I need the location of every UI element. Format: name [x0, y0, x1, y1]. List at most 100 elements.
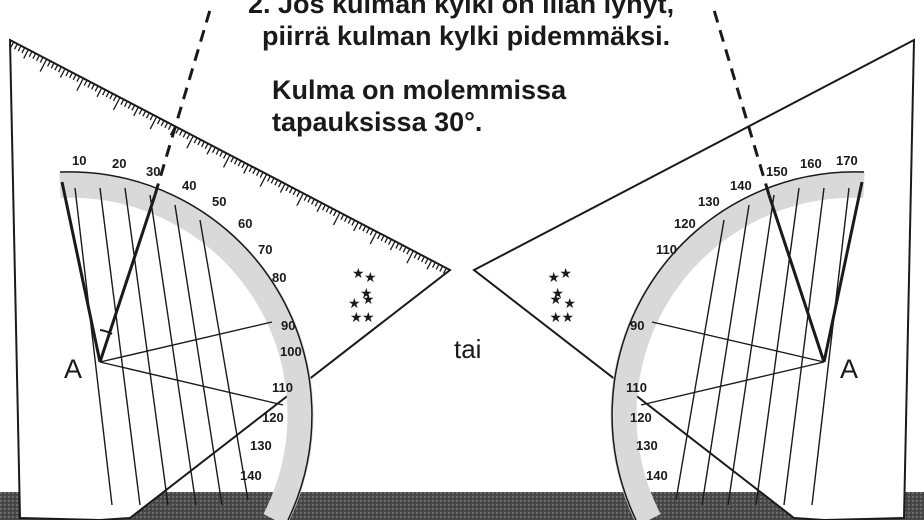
tick-mark: [200, 141, 205, 148]
scale-label-130: 130: [250, 438, 272, 453]
tick-mark: [279, 183, 286, 193]
right-scale-labels: 170 160 150 140 130 120 110 90 110 120 1…: [626, 153, 858, 483]
svg-text:130: 130: [698, 194, 720, 209]
tick-mark: [321, 204, 326, 211]
left-dashed-extension: [153, 9, 212, 196]
tick-mark: [222, 152, 227, 159]
left-scale-labels: 10 20 30 40 50 60 70 80 90 100 110 120 1…: [72, 153, 302, 483]
tick-mark: [50, 62, 55, 69]
svg-text:★: ★: [547, 269, 560, 285]
tick-mark: [46, 60, 51, 67]
left-edge-line: [60, 181, 102, 363]
tick-mark: [376, 233, 381, 240]
tick-mark: [439, 265, 444, 272]
svg-text:140: 140: [646, 468, 668, 483]
tick-mark: [112, 95, 117, 102]
tick-mark: [296, 193, 304, 207]
tick-mark: [431, 262, 436, 268]
svg-text:120: 120: [630, 410, 652, 425]
scale-label-120: 120: [262, 410, 284, 425]
scale-label-40: 40: [182, 178, 196, 193]
tick-mark: [406, 250, 414, 264]
tick-mark: [365, 227, 370, 234]
tick-mark: [358, 223, 363, 230]
svg-text:110: 110: [626, 380, 647, 395]
separator-label: tai: [454, 334, 482, 364]
tick-mark: [21, 47, 26, 54]
tick-mark: [252, 168, 257, 175]
svg-text:★: ★: [559, 265, 572, 281]
tick-mark: [206, 145, 213, 155]
tick-mark: [237, 160, 242, 167]
svg-text:★: ★: [350, 309, 363, 325]
tick-mark: [417, 254, 422, 261]
svg-text:140: 140: [730, 178, 752, 193]
tick-mark: [59, 68, 66, 78]
tick-mark: [186, 133, 191, 140]
tick-mark: [285, 185, 290, 192]
tick-mark: [186, 135, 194, 149]
tick-mark: [243, 164, 249, 174]
scale-label-60: 60: [238, 216, 252, 231]
tick-mark: [32, 53, 37, 60]
tick-mark: [248, 166, 253, 173]
tick-mark: [435, 263, 440, 270]
scale-label-110: 110: [272, 380, 293, 395]
tick-mark: [193, 137, 198, 144]
instruction-step-line2: piirrä kulman kylki pidemmäksi.: [262, 21, 671, 51]
tick-mark: [182, 131, 187, 138]
note-line2: tapauksissa 30°.: [272, 107, 483, 137]
svg-text:150: 150: [766, 164, 788, 179]
tick-mark: [310, 198, 315, 205]
tick-mark: [340, 214, 345, 221]
scale-label-140: 140: [240, 468, 262, 483]
tick-mark: [314, 200, 319, 207]
tick-mark: [76, 78, 84, 92]
tick-mark: [351, 219, 356, 226]
tick-mark: [68, 72, 73, 79]
tick-mark: [65, 70, 70, 77]
svg-text:★: ★: [563, 295, 576, 311]
scale-label-90: 90: [281, 318, 295, 333]
tick-mark: [57, 66, 62, 73]
tick-mark: [329, 208, 334, 215]
tick-mark: [332, 212, 341, 226]
svg-text:★: ★: [352, 265, 365, 281]
tick-mark: [384, 237, 389, 244]
tick-mark: [255, 170, 260, 176]
tick-mark: [389, 240, 396, 251]
tick-mark: [127, 102, 132, 109]
tick-mark: [398, 244, 403, 251]
tick-mark: [94, 85, 99, 92]
svg-text:130: 130: [636, 438, 658, 453]
tick-mark: [332, 210, 337, 217]
svg-text:★: ★: [362, 291, 375, 307]
tick-mark: [241, 162, 246, 169]
tick-mark: [83, 79, 88, 86]
tick-mark: [54, 64, 59, 71]
tick-mark: [120, 99, 125, 106]
tick-mark: [230, 156, 235, 163]
tick-mark: [178, 129, 183, 136]
tick-mark: [175, 127, 180, 134]
tick-mark: [426, 260, 433, 270]
svg-text:★: ★: [549, 291, 562, 307]
tick-mark: [292, 189, 297, 196]
tick-mark: [325, 206, 330, 213]
tick-mark: [160, 120, 165, 127]
tick-mark: [105, 91, 110, 98]
scale-label-100: 100: [280, 344, 302, 359]
tick-mark: [259, 171, 264, 178]
tick-mark: [133, 106, 139, 117]
tick-mark: [369, 231, 378, 245]
tick-mark: [362, 225, 367, 232]
tick-mark: [233, 158, 238, 165]
tick-mark: [424, 258, 429, 265]
tick-mark: [142, 110, 147, 117]
svg-text:★: ★: [360, 285, 373, 301]
tick-mark: [13, 43, 18, 50]
tick-mark: [259, 173, 268, 187]
tick-mark: [72, 74, 77, 81]
tick-mark: [222, 154, 231, 168]
